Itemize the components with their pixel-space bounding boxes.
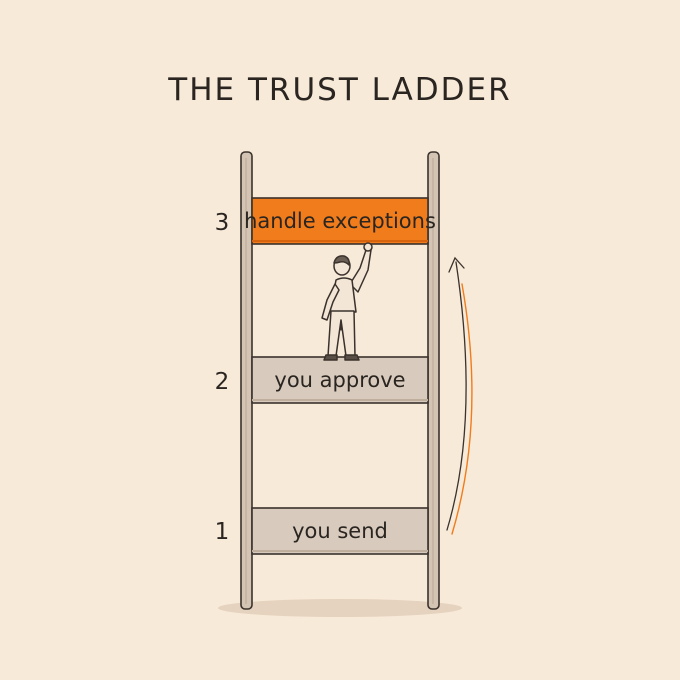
ground-shadow: [218, 599, 462, 617]
rung-you-send: you send: [251, 507, 429, 555]
step-number-1: 1: [215, 519, 230, 545]
upward-progress-arrow-icon: [446, 256, 473, 535]
page-title: THE TRUST LADDER: [168, 72, 512, 108]
rung-label-you-send: you send: [292, 519, 388, 543]
step-number-2: 2: [215, 369, 230, 395]
rung-you-approve: you approve: [251, 356, 429, 404]
rung-label-handle-exceptions: handle exceptions: [244, 209, 436, 233]
rung-handle-exceptions: handle exceptions: [244, 197, 436, 245]
step-number-3: 3: [215, 210, 230, 236]
rung-label-you-approve: you approve: [274, 368, 405, 392]
climbing-person-icon: [321, 242, 373, 361]
